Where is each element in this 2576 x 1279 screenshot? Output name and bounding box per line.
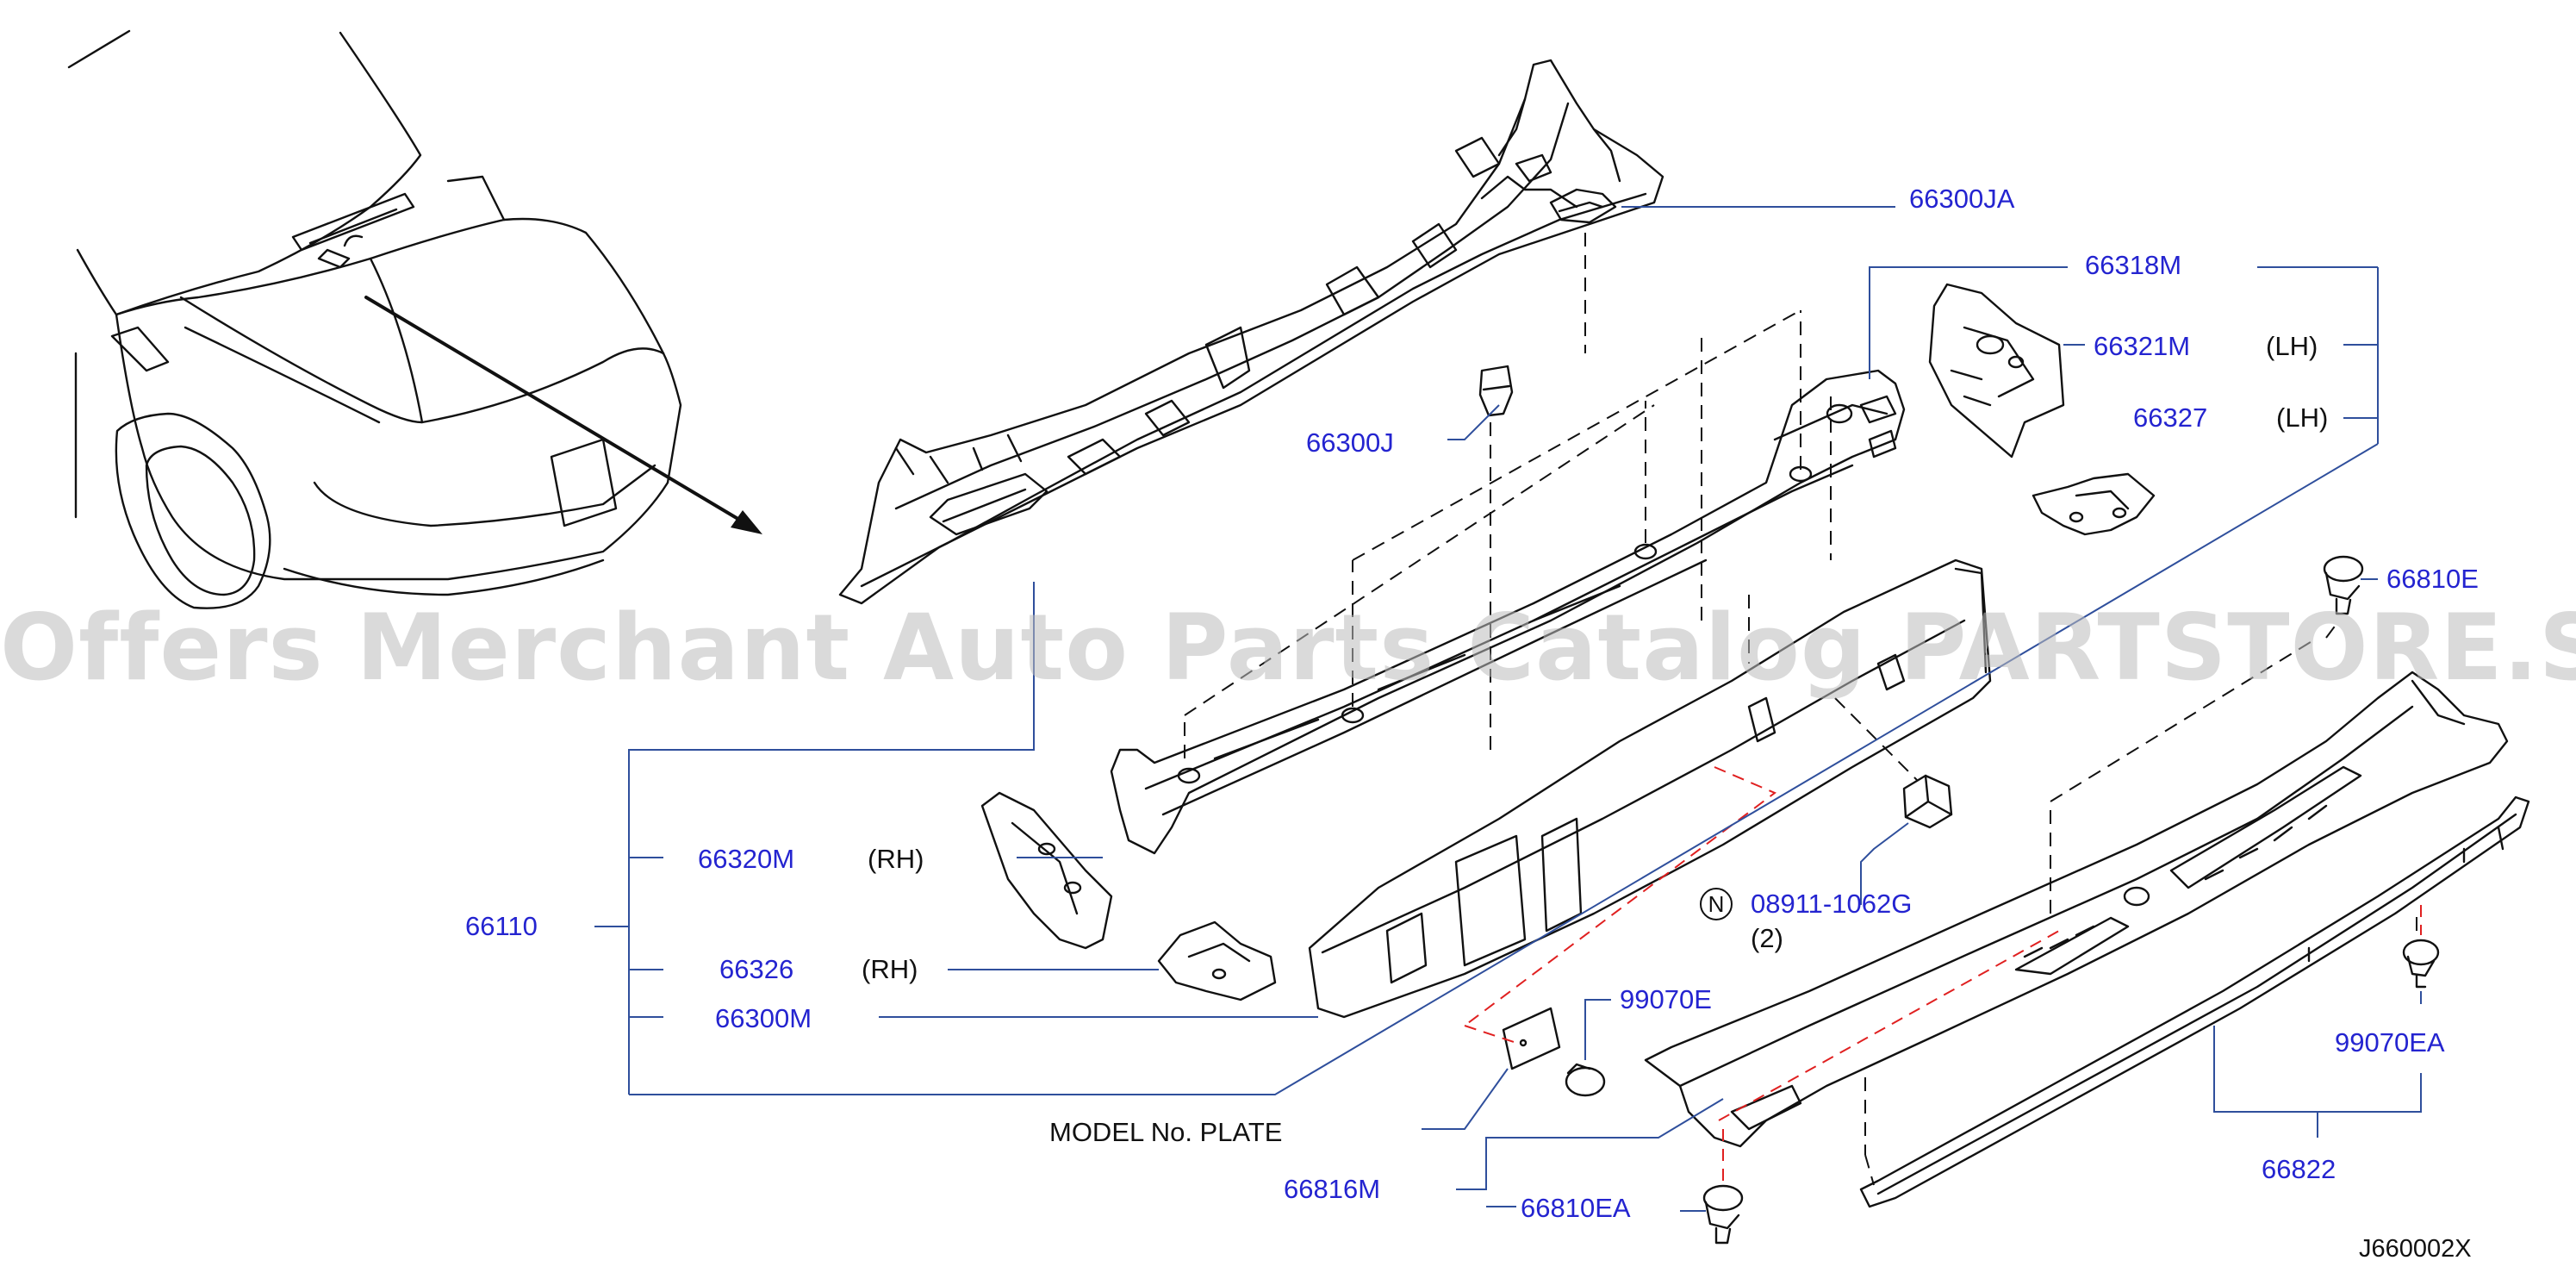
part-label-99070EA[interactable]: 99070EA [2335,1027,2445,1058]
part-label-66320M[interactable]: 66320M [698,844,795,874]
red-dashed-lines [1464,766,2422,1185]
leader-lines [594,206,2422,1212]
bracket-66320M-shape [980,791,1113,950]
side-label-66327: (LH) [2276,402,2329,433]
part-label-99070E[interactable]: 99070E [1620,984,1712,1014]
nut-08911-shape [1902,774,1953,829]
assembly-dashed-lines [1184,233,2417,1186]
diagram-code: J660002X [2359,1235,2472,1263]
clip-66810E-shape [2323,555,2364,615]
part-label-66300JA[interactable]: 66300JA [1909,184,2015,214]
side-label-66326: (RH) [862,954,918,984]
clip-66300J-shape [1478,365,1514,417]
clip-66300JA-shape [1549,188,1617,224]
cowl-lower-rail [1308,558,1992,1019]
part-label-66810E[interactable]: 66810E [2386,564,2479,594]
part-label-66110[interactable]: 66110 [465,911,538,941]
part-label-08911-1062G[interactable]: 08911-1062G [1751,889,1913,919]
model-plate-label: MODEL No. PLATE [1049,1117,1283,1147]
watermark: Offers Merchant Auto Parts Catalog PARTS… [0,595,2576,701]
rivet-99070EA-shape [2402,939,2440,989]
part-label-66318M[interactable]: 66318M [2085,250,2182,280]
part-label-66327[interactable]: 66327 [2133,402,2208,433]
rivet-99070E-shape [1565,1063,1606,1097]
n-marker: N [1700,888,1733,920]
part-label-66321M[interactable]: 66321M [2094,331,2191,361]
part-label-66300M[interactable]: 66300M [715,1003,812,1033]
cowl-top-panel [838,59,1664,605]
bracket-66327-shape [2032,472,2156,536]
part-label-66810EA[interactable]: 66810EA [1521,1193,1631,1223]
bracket-66321M-shape [1928,283,2065,459]
cowl-grille-66816M [1644,671,2509,1148]
side-label-66320M: (RH) [868,844,924,874]
bracket-66326-shape [1157,920,1277,1001]
car-front-illustration [67,29,682,609]
part-label-66300J[interactable]: 66300J [1306,427,1394,458]
part-label-66822[interactable]: 66822 [2262,1154,2336,1184]
quantity-08911-1062G: (2) [1751,923,1783,953]
side-label-66321M: (LH) [2266,331,2318,361]
model-plate-shape [1502,1007,1561,1070]
part-label-66326[interactable]: 66326 [719,954,794,984]
cowl-inner-rail [1110,369,1906,855]
part-label-66816M[interactable]: 66816M [1284,1174,1381,1204]
direction-arrow [364,296,751,527]
seal-strip-66822 [1859,795,2530,1208]
clip-66810EA-shape [1702,1184,1744,1245]
